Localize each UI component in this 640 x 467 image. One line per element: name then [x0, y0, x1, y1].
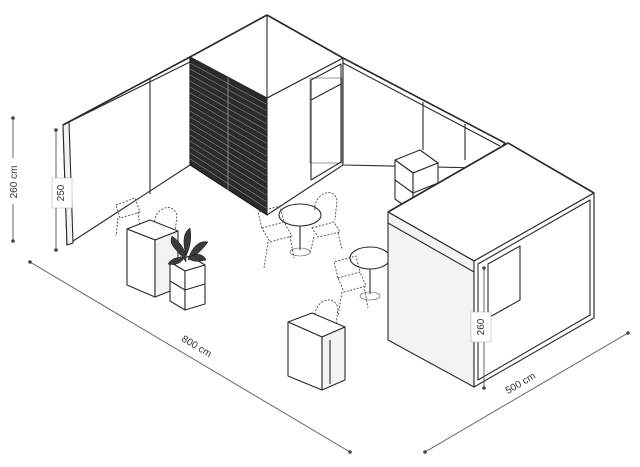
dim-label-800cm: 800 cm [179, 334, 213, 360]
chair-3 [257, 205, 295, 269]
dim-label-260cm: 260 cm [9, 166, 20, 199]
chair-2 [309, 192, 343, 254]
left-back-wall [62, 56, 191, 246]
dim-label-500cm: 500 cm [504, 371, 538, 397]
slat-line [189, 68, 268, 112]
slat-line [189, 110, 268, 157]
slat-line [189, 86, 268, 131]
slat-line [189, 74, 268, 118]
chair-4 [333, 255, 369, 317]
right-back-wall [342, 57, 506, 169]
slat-line [189, 146, 268, 196]
chair-5 [115, 197, 339, 327]
slat-line [189, 98, 268, 144]
counter-front [287, 312, 346, 391]
round-table-2 [349, 246, 391, 301]
slat-line [189, 62, 268, 105]
slat-line [189, 116, 268, 164]
slat-line [189, 152, 268, 203]
right-booth [387, 142, 595, 388]
dim-250-inner: 250 [51, 128, 73, 252]
round-table-1 [278, 203, 322, 257]
dim-label-250: 250 [56, 184, 67, 201]
slat-line [189, 122, 268, 170]
slat-line [189, 92, 268, 138]
slat-line [189, 140, 268, 190]
slat-line [189, 158, 268, 209]
slat-line [189, 80, 268, 125]
plant-stand [169, 255, 206, 311]
slatted-wall [189, 56, 268, 216]
dim-label-260-booth: 260 [476, 318, 487, 335]
slat-line [189, 134, 268, 183]
dim-260-booth: 260 [470, 266, 492, 390]
slat-line [189, 104, 268, 151]
potted-plant [167, 227, 209, 265]
slat-line [189, 128, 268, 177]
dim-260-left: 260 cm [8, 116, 20, 243]
